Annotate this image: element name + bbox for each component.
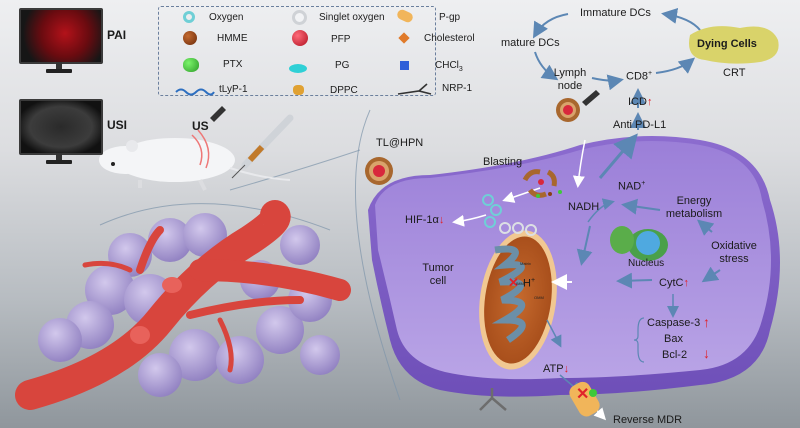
cd8-label: CD8+ <box>626 70 652 83</box>
atp-text: ATP <box>543 363 564 375</box>
h-plus-label: H+ <box>523 277 535 290</box>
up-arrow-icon: ↑ <box>703 314 710 330</box>
protein-group-bracket <box>633 317 645 363</box>
mito-omm-label: OMM <box>534 295 544 300</box>
tumor-cell-label: Tumor cell <box>422 262 454 287</box>
nad-text: NAD <box>618 180 642 193</box>
legend-label: Singlet oxygen <box>319 12 385 23</box>
pg-icon <box>289 64 307 73</box>
down-arrow-icon: ↓ <box>438 214 445 226</box>
blood-vessel <box>15 200 351 410</box>
chcl3-icon <box>400 61 409 70</box>
legend-label: Cholesterol <box>424 33 475 44</box>
anti-pdl1-label: Anti PD-L1 <box>613 119 667 131</box>
dying-cells-label: Dying Cells <box>697 38 757 50</box>
nad-plus-label: NAD+ <box>618 180 645 193</box>
mature-dcs-label: mature DCs <box>501 37 560 49</box>
icd-text: ICD <box>628 96 647 108</box>
mitochondrion <box>479 230 557 370</box>
immature-dcs-label: Immature DCs <box>580 7 651 19</box>
legend-label: PTX <box>223 59 243 70</box>
legend-label: tLyP-1 <box>219 84 248 95</box>
nucleus-label: Nucleus <box>628 258 665 269</box>
ultrasound-probe-icon <box>210 106 226 122</box>
pai-monitor <box>19 8 103 64</box>
legend-label: P-gp <box>439 12 461 23</box>
pfp-icon <box>292 30 308 46</box>
lymph-node-label: Lymph node <box>553 67 587 92</box>
hmme-icon <box>183 31 197 45</box>
connector-line <box>229 149 361 191</box>
singlet-oxygen-icon <box>292 10 307 25</box>
nanoparticle-near-us <box>556 90 600 122</box>
tl-hpn-nanoparticle <box>365 157 393 185</box>
tl-hpn-label: TL@HPN <box>376 137 424 149</box>
blocked-x-icon: ✕ <box>508 275 519 290</box>
tlyp1-icon <box>175 88 215 96</box>
up-arrow-icon: ↑ <box>683 277 689 289</box>
down-arrow-icon: ↓ <box>703 345 710 361</box>
hif-label: HIF-1α↓ <box>405 214 444 227</box>
oxygen-icon <box>183 11 195 23</box>
legend-label: HMME <box>217 33 248 44</box>
caspase3-label: Caspase-3 <box>647 317 701 329</box>
connector-line <box>99 203 331 231</box>
nucleus-illustration <box>610 226 668 261</box>
blasting-label: Blasting <box>483 156 523 168</box>
dying-cells-shape <box>689 26 779 64</box>
ptx-icon <box>183 58 199 72</box>
ptx-drug <box>589 389 597 397</box>
h-text: H <box>523 277 531 290</box>
mito-matrix-label: Matrix <box>520 261 531 266</box>
chcl3-subscript: 3 <box>458 66 463 73</box>
legend-label: PFP <box>331 34 351 45</box>
nrp1-icon <box>397 83 432 95</box>
energy-metabolism-label: Energy metabolism <box>665 195 723 220</box>
us-label: US <box>192 119 209 133</box>
pgp-icon <box>395 8 415 24</box>
legend-label: PG <box>335 60 350 71</box>
nadh-label: NADH <box>568 201 600 213</box>
down-arrow-icon: ↓ <box>563 363 570 375</box>
bax-label: Bax <box>664 333 683 345</box>
nad-superscript: + <box>641 180 646 187</box>
cytc-label: CytC↑ <box>659 277 689 290</box>
reverse-mdr-label: Reverse MDR <box>613 414 683 426</box>
up-arrow-icon: ↑ <box>646 96 653 108</box>
hif-text: HIF-1α <box>405 214 439 226</box>
pai-label: PAI <box>107 28 127 42</box>
legend-label: NRP-1 <box>442 83 473 94</box>
connector-line <box>355 109 401 401</box>
mito-imm-label: IMM <box>516 281 524 286</box>
dppc-icon <box>293 85 304 95</box>
atp-label: ATP↓ <box>543 363 569 376</box>
usi-monitor <box>19 99 103 155</box>
mouse-illustration <box>99 129 291 191</box>
legend-box: Oxygen HMME PTX tLyP-1 Singlet oxygen PF… <box>158 6 475 96</box>
legend-label: Oxygen <box>209 12 244 23</box>
bcl2-label: Bcl-2 <box>662 349 688 361</box>
icd-label: ICD↑ <box>628 96 652 109</box>
blasting-nanoparticle <box>522 169 562 198</box>
usi-label: USI <box>107 118 128 132</box>
tumor-cell-body <box>368 136 780 397</box>
chcl3-label: CHCl <box>435 60 459 71</box>
legend-label: DPPC <box>330 85 358 96</box>
h-superscript: + <box>530 277 536 284</box>
cholesterol-icon <box>398 32 410 44</box>
nrp1-receptor <box>479 388 507 411</box>
cd8-superscript: + <box>648 70 653 77</box>
syringe-icon <box>231 114 294 179</box>
blocked-pgp-x-icon: ✕ <box>576 386 589 403</box>
cytc-text: CytC <box>659 277 684 289</box>
immune-cycle-arrows <box>532 7 701 179</box>
crt-label: CRT <box>723 67 746 79</box>
cd8-text: CD8 <box>626 70 649 83</box>
legend-label: CHCl3 <box>435 60 463 73</box>
oxygen-bubbles <box>482 194 537 236</box>
pathway-arrows <box>452 139 721 421</box>
oxidative-stress-label: Oxidative stress <box>711 240 757 265</box>
